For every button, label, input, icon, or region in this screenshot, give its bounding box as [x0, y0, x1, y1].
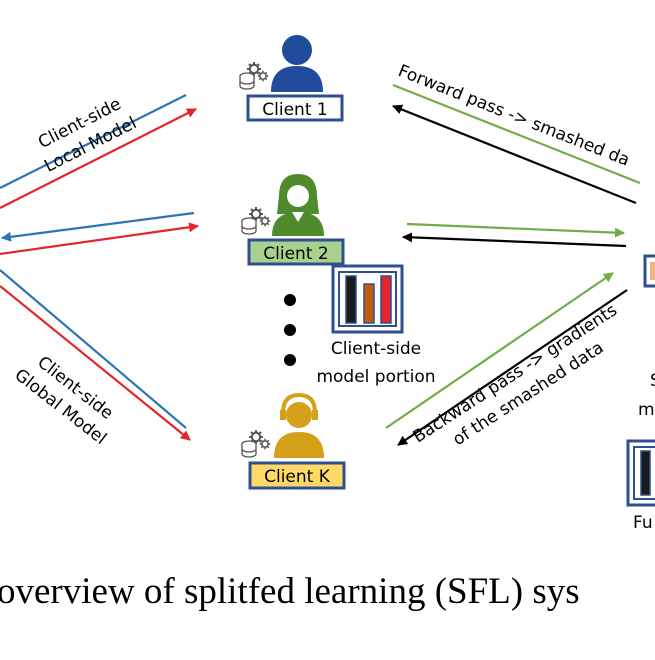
client-model-portion: Client-side model portion [316, 264, 436, 387]
headset-icon [274, 392, 324, 458]
gear-icon [257, 70, 269, 82]
female-icon [272, 174, 324, 236]
server-model-label-partial: m [638, 400, 655, 420]
client-1: Client 1 [239, 35, 344, 122]
server-side-label-partial: S [650, 371, 655, 391]
arrow-backward-client1 [392, 104, 637, 205]
database-icon [239, 72, 255, 90]
svg-text:Backward pass -> gradients: Backward pass -> gradients [410, 300, 622, 447]
more-clients-dots [284, 294, 296, 366]
gear-icon [259, 215, 271, 227]
arrow-forward-client2 [406, 222, 625, 238]
arrow-red-to-client2 [0, 222, 199, 256]
fed-server-partial: Fu [626, 439, 655, 533]
gear-icon [259, 438, 271, 450]
arrow-forward-clientk [385, 272, 614, 429]
arrow-backward-client2 [402, 232, 627, 248]
arrow-forward-client1 [392, 83, 641, 185]
model-portion-label-line2: model portion [316, 367, 435, 387]
left-model-arrows [0, 94, 199, 441]
arrow-red-to-client1 [0, 108, 197, 209]
client-2-label: Client 2 [263, 244, 328, 264]
client-k-label-box [248, 461, 346, 490]
client-1-label: Client 1 [262, 100, 327, 120]
arrow-red-to-clientk [0, 285, 191, 441]
client-k: Client K [241, 392, 346, 490]
model-layer-brown [363, 283, 375, 324]
server-partial: S m [638, 254, 655, 420]
arrow-blue-from-client2 [1, 211, 195, 242]
client-2: Client 2 [241, 174, 345, 266]
model-portion-label: Client-side [331, 339, 421, 359]
male-icon [271, 35, 323, 92]
right-server-arrows [385, 83, 641, 446]
client-k-label: Client K [264, 467, 331, 487]
database-icon [241, 440, 257, 458]
arrow-blue-to-client1 [0, 94, 187, 189]
label-backward-pass: Backward pass -> gradients of the smashe… [410, 300, 622, 450]
arrow-backward-clientk [397, 289, 628, 446]
arrow-blue-from-clientk [0, 269, 187, 429]
model-layer-red [380, 275, 392, 324]
figure-caption: overview of splitfed learning (SFL) sys [0, 571, 580, 612]
model-layer-black [345, 275, 357, 324]
client-1-label-box [246, 94, 344, 122]
client-2-label-box [247, 238, 345, 266]
fed-server-label-partial: Fu [633, 513, 653, 533]
database-icon [241, 217, 257, 235]
